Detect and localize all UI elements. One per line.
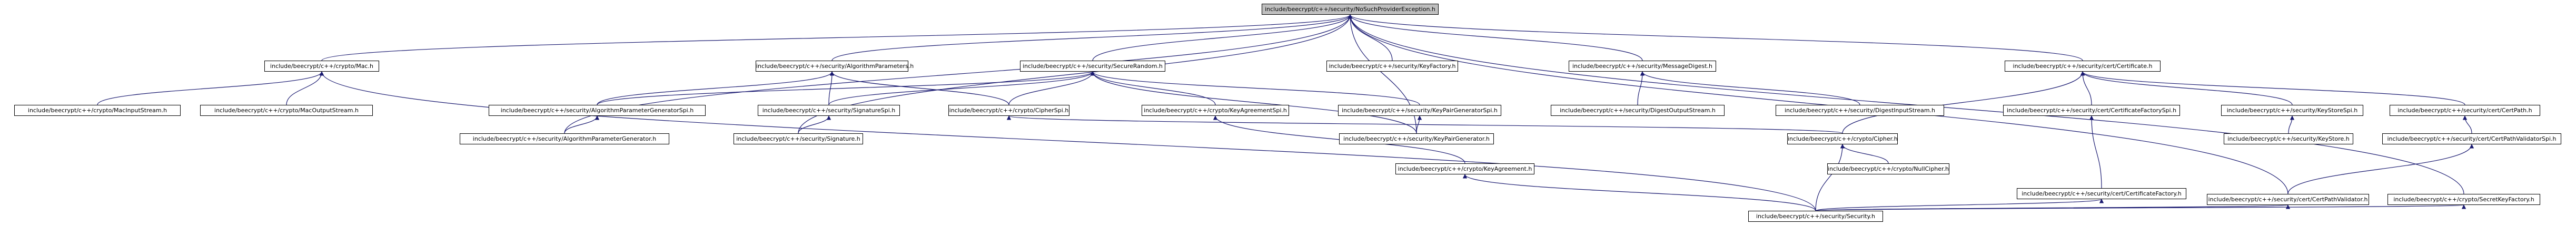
edge-certpathval-to-root bbox=[1348, 14, 2288, 194]
edge-cipher-to-cipherspi bbox=[1007, 115, 1843, 134]
edge-keystore-to-keystorespi bbox=[2288, 115, 2295, 134]
edge-cipherspi-to-securerandom bbox=[1008, 71, 1095, 105]
node-algorithm-parameters[interactable]: include/beecrypt/c++/security/AlgorithmP… bbox=[756, 61, 914, 72]
node-key-factory[interactable]: include/beecrypt/c++/security/KeyFactory… bbox=[1326, 61, 1458, 72]
edge-signaturespi-to-algparams bbox=[828, 71, 835, 105]
node-key-pair-generator[interactable]: include/beecrypt/c++/security/KeyPairGen… bbox=[1339, 133, 1494, 144]
node-cipher[interactable]: include/beecrypt/c++/crypto/Cipher.h bbox=[1787, 133, 1898, 144]
edge-security-to-keyagreement bbox=[1462, 174, 1816, 211]
node-certificate[interactable]: include/beecrypt/c++/security/cert/Certi… bbox=[2005, 61, 2161, 72]
node-security[interactable]: include/beecrypt/c++/security/Security.h bbox=[1748, 211, 1883, 222]
node-key-agreement-spi[interactable]: include/beecrypt/c++/crypto/KeyAgreement… bbox=[1142, 105, 1289, 116]
edge-security-to-secretkeyfactory bbox=[1815, 204, 2465, 211]
edge-security-to-certfactory bbox=[1815, 199, 2104, 211]
node-key-store-spi[interactable]: include/beecrypt/c++/security/KeyStoreSp… bbox=[2221, 105, 2363, 116]
edge-certpathvalspi-to-certpath bbox=[2462, 115, 2472, 134]
node-cert-path-validator-spi[interactable]: include/beecrypt/c++/security/cert/CertP… bbox=[2382, 133, 2561, 144]
node-certificate-factory[interactable]: include/beecrypt/c++/security/cert/Certi… bbox=[2017, 188, 2186, 199]
edge-certpath-to-certificate bbox=[2080, 71, 2465, 105]
edge-keypairgenspi-to-securerandom bbox=[1090, 71, 1420, 105]
edge-macinput-to-mac bbox=[97, 71, 324, 105]
edge-signature-to-signaturespi bbox=[798, 115, 831, 134]
edge-secretkeyfactory-to-root bbox=[1348, 14, 2464, 194]
edge-msgdigest-to-root bbox=[1348, 14, 1643, 61]
node-nosuchproviderexception: include/beecrypt/c++/security/NoSuchProv… bbox=[1262, 4, 1439, 15]
edge-security-to-mac bbox=[319, 71, 1816, 211]
edge-securerandom-to-root bbox=[1092, 14, 1353, 61]
edge-security-to-cipher bbox=[1815, 144, 1845, 211]
edge-keystorespi-to-certificate bbox=[2080, 71, 2293, 105]
edge-algparamgen-to-algparamgenspi bbox=[564, 115, 600, 134]
edge-digestinput-to-msgdigest bbox=[1640, 71, 1860, 105]
edge-certfactory-to-certfactoryspi bbox=[2089, 115, 2102, 189]
node-signature[interactable]: include/beecrypt/c++/security/Signature.… bbox=[734, 133, 863, 144]
edge-keypairgen-to-securerandom bbox=[1090, 71, 1417, 134]
node-key-pair-generator-spi[interactable]: include/beecrypt/c++/security/KeyPairGen… bbox=[1338, 105, 1501, 116]
edge-algparams-to-root bbox=[831, 14, 1353, 61]
node-digest-input-stream[interactable]: include/beecrypt/c++/security/DigestInpu… bbox=[1776, 105, 1944, 116]
edge-keyagreementspi-to-securerandom bbox=[1090, 71, 1216, 105]
node-signature-spi[interactable]: include/beecrypt/c++/security/SignatureS… bbox=[758, 105, 900, 116]
node-algorithm-parameter-generator-spi[interactable]: include/beecrypt/c++/security/AlgorithmP… bbox=[489, 105, 706, 116]
node-cert-path[interactable]: include/beecrypt/c++/security/cert/CertP… bbox=[2390, 105, 2540, 116]
edge-certfactoryspi-to-certificate bbox=[2080, 71, 2092, 105]
node-secure-random[interactable]: include/beecrypt/c++/security/SecureRand… bbox=[1020, 61, 1165, 72]
node-key-store[interactable]: include/beecrypt/c++/security/KeyStore.h bbox=[2224, 133, 2353, 144]
edge-algparamgenspi-to-algparams bbox=[597, 71, 835, 105]
node-null-cipher[interactable]: include/beecrypt/c++/crypto/NullCipher.h bbox=[1827, 163, 1949, 174]
node-mac[interactable]: include/beecrypt/c++/crypto/Mac.h bbox=[264, 61, 379, 72]
edge-nullcipher-to-cipher bbox=[1840, 144, 1889, 164]
edge-keyfactory-to-root bbox=[1348, 14, 1393, 61]
edge-algparamgenspi-to-securerandom bbox=[597, 71, 1095, 105]
node-key-agreement[interactable]: include/beecrypt/c++/crypto/KeyAgreement… bbox=[1395, 163, 1534, 174]
edge-cipher-to-certificate bbox=[1842, 71, 2085, 134]
edge-macoutput-to-mac bbox=[286, 71, 324, 105]
edge-certificate-to-root bbox=[1348, 14, 2083, 61]
edge-signaturespi-to-securerandom bbox=[828, 71, 1095, 105]
node-cipher-spi[interactable]: include/beecrypt/c++/crypto/CipherSpi.h bbox=[948, 105, 1069, 116]
edge-cipherspi-to-algparams bbox=[829, 71, 1009, 105]
node-algorithm-parameter-generator[interactable]: include/beecrypt/c++/security/AlgorithmP… bbox=[460, 133, 669, 144]
node-message-digest[interactable]: include/beecrypt/c++/security/MessageDig… bbox=[1569, 61, 1716, 72]
edge-digestoutput-to-msgdigest bbox=[1637, 71, 1645, 105]
node-digest-output-stream[interactable]: include/beecrypt/c++/security/DigestOutp… bbox=[1551, 105, 1725, 116]
edge-certpathval-to-certpathvalspi bbox=[2287, 144, 2474, 194]
node-secret-key-factory[interactable]: include/beecrypt/c++/crypto/SecretKeyFac… bbox=[2387, 194, 2540, 205]
node-cert-path-validator[interactable]: include/beecrypt/c++/security/cert/CertP… bbox=[2207, 194, 2369, 205]
edge-mac-to-root bbox=[321, 14, 1352, 61]
node-mac-input-stream[interactable]: include/beecrypt/c++/crypto/MacInputStre… bbox=[14, 105, 181, 116]
node-certificate-factory-spi[interactable]: include/beecrypt/c++/security/cert/Certi… bbox=[2003, 105, 2180, 116]
node-mac-output-stream[interactable]: include/beecrypt/c++/crypto/MacOutputStr… bbox=[200, 105, 373, 116]
edge-security-to-certpathval bbox=[1815, 204, 2290, 211]
